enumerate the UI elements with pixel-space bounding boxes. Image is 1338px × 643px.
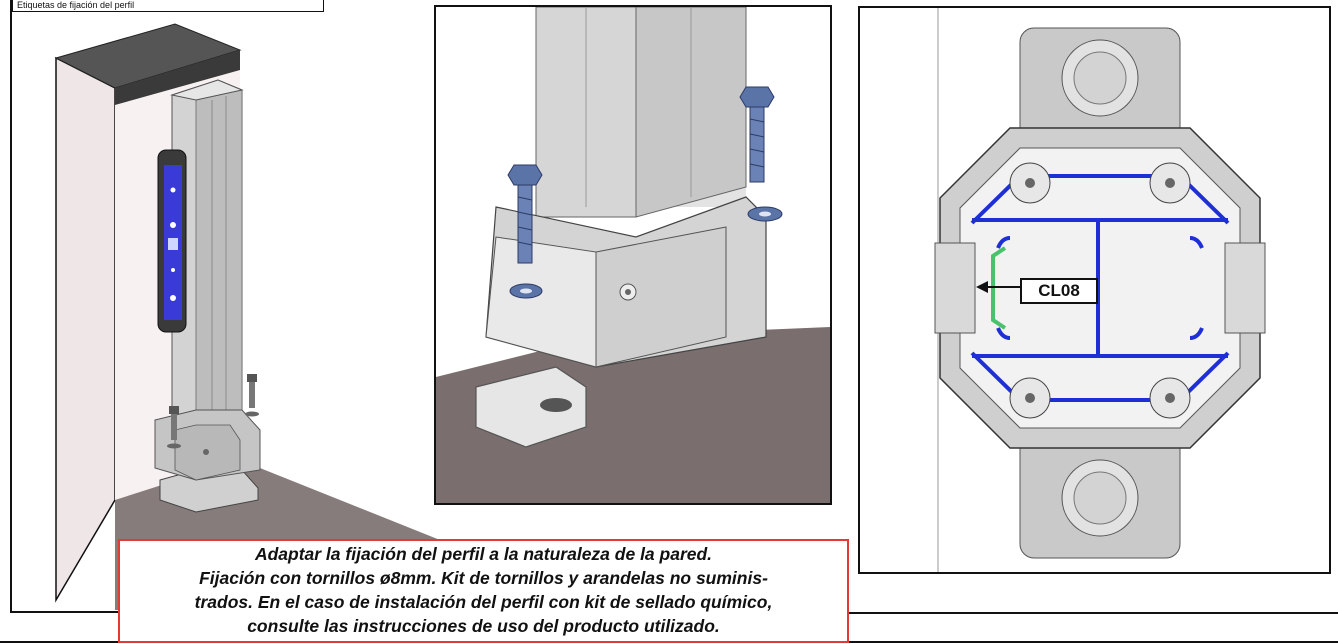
installation-note: Adaptar la fijación del perfil a la natu… — [118, 539, 849, 643]
spirit-level-icon — [157, 149, 187, 333]
hex-bolt-icon — [739, 86, 775, 183]
washer-icon — [509, 283, 543, 299]
note-line-4: consulte las instrucciones de uso del pr… — [247, 616, 720, 636]
frame-bottom-left-rule — [10, 611, 118, 613]
note-line-1: Adaptar la fijación del perfil a la natu… — [254, 544, 713, 564]
gasket-callout-label: CL08 — [1020, 278, 1098, 304]
frame-left-rule — [10, 0, 12, 612]
note-line-3: trados. En el caso de instalación del pe… — [194, 592, 773, 612]
washer-icon — [747, 206, 783, 222]
base-detail-view — [434, 5, 832, 505]
header-tab: Etiquetas de fijación del perfil — [12, 0, 324, 12]
hex-bolt-icon — [245, 374, 259, 417]
hex-bolt-icon — [507, 164, 543, 264]
note-line-2: Fijación con tornillos ø8mm. Kit de torn… — [199, 568, 768, 588]
frame-bottom-right-rule — [848, 612, 1338, 614]
profile-top-view — [858, 6, 1331, 574]
hex-bolt-icon — [167, 406, 181, 449]
page-bottom-rule-right — [848, 641, 1338, 643]
isometric-installation-view — [20, 0, 440, 610]
page-bottom-rule-left — [0, 641, 118, 643]
